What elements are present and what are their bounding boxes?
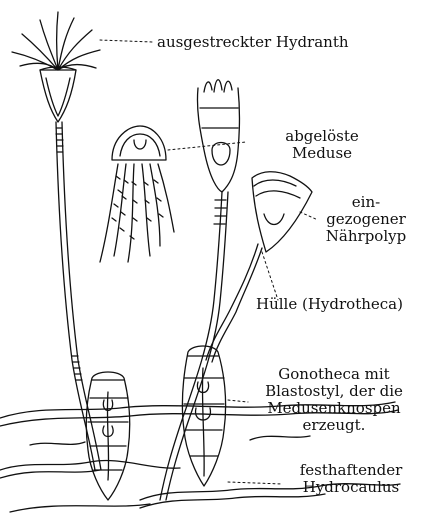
detached-medusa xyxy=(100,126,174,262)
label-hydranth: ausgestreckter Hydranth xyxy=(157,34,349,51)
label-hydrocaulus: festhaftender Hydrocaulus xyxy=(296,462,406,496)
label-huelle: Hülle (Hydrotheca) xyxy=(256,296,403,313)
extended-hydranth xyxy=(12,12,100,122)
gonotheca-left xyxy=(86,372,129,500)
central-hydrotheca xyxy=(160,80,240,500)
label-meduse: abgelöste Meduse xyxy=(282,128,362,162)
label-naehrpolyp: ein- gezogener Nährpolyp xyxy=(318,194,414,245)
gonotheca-right xyxy=(182,346,225,486)
label-gonotheca: Gonotheca mit Blastostyl, der die Meduse… xyxy=(250,366,418,434)
